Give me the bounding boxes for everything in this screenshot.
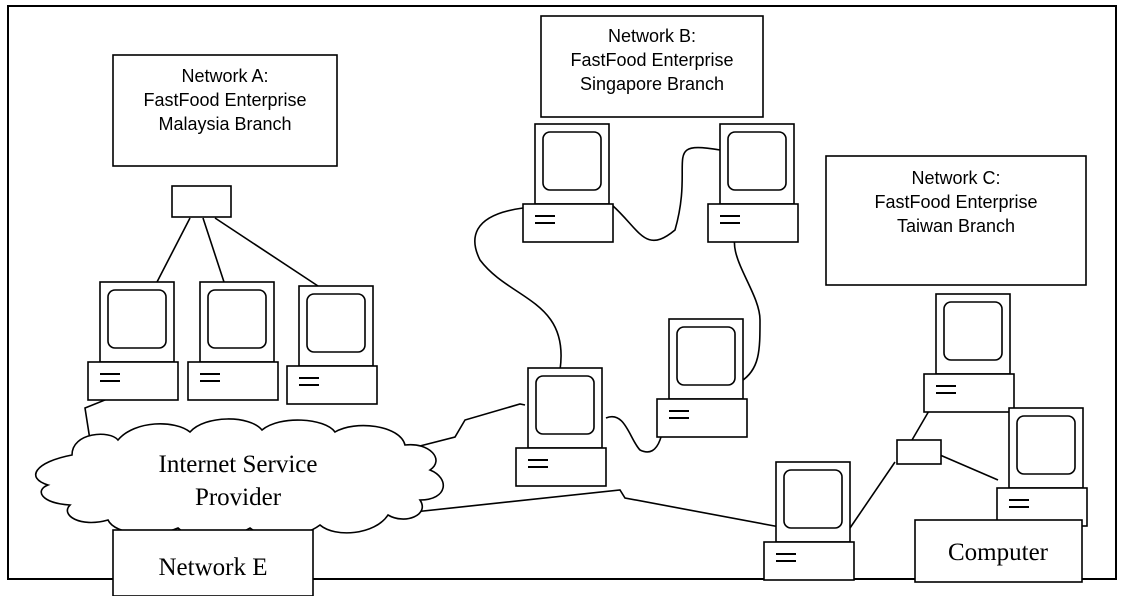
- outer-frame: [7, 5, 1117, 580]
- network-a-title: Network A:: [181, 66, 268, 86]
- isp-label-line-2: Provider: [195, 484, 282, 511]
- network-e-box: Network E: [112, 529, 314, 596]
- hub-a: [171, 185, 232, 218]
- hub-a-link-3: [214, 217, 319, 287]
- network-c-branch: Taiwan Branch: [897, 216, 1015, 236]
- hub-c: [896, 439, 942, 465]
- network-c-company: FastFood Enterprise: [874, 192, 1037, 212]
- cable-b-1: [474, 207, 562, 371]
- network-c-label-box: Network C: FastFood Enterprise Taiwan Br…: [825, 155, 1087, 286]
- computer-a-2: [187, 281, 279, 401]
- isp-cloud: Internet Service Provider: [34, 418, 445, 538]
- computer-c-2: [996, 407, 1088, 527]
- computer-a-1: [87, 281, 179, 401]
- network-e-label: Network E: [159, 554, 268, 581]
- hub-c-link-3: [939, 454, 999, 481]
- computer-c-3: [763, 461, 855, 581]
- isp-label-line-1: Internet Service: [159, 451, 318, 478]
- cloud-shape: [34, 418, 445, 538]
- computer-label: Computer: [948, 539, 1049, 566]
- computer-b-4: [515, 367, 607, 487]
- network-c-title: Network C:: [911, 168, 1000, 188]
- link-isp-b: [415, 403, 526, 448]
- hub-a-link-2: [202, 217, 225, 283]
- cable-b-2: [611, 146, 721, 242]
- computer-b-1: [522, 123, 614, 243]
- cable-b-3: [733, 226, 761, 383]
- network-b-label-box: Network B: FastFood Enterprise Singapore…: [540, 15, 764, 118]
- network-b-branch: Singapore Branch: [580, 74, 724, 94]
- network-a-label-box: Network A: FastFood Enterprise Malaysia …: [112, 54, 338, 167]
- computer-c-1: [923, 293, 1015, 413]
- cable-b-4: [605, 399, 666, 453]
- network-b-title: Network B:: [608, 26, 696, 46]
- link-isp-c: [385, 489, 781, 528]
- hub-a-link-1: [156, 217, 191, 283]
- network-a-company: FastFood Enterprise: [143, 90, 306, 110]
- computer-a-3: [286, 285, 378, 405]
- network-b-company: FastFood Enterprise: [570, 50, 733, 70]
- computer-b-3: [656, 318, 748, 438]
- computer-label-box: Computer: [914, 519, 1083, 583]
- hub-c-link-2: [849, 461, 896, 529]
- computer-b-2: [707, 123, 799, 243]
- network-a-branch: Malaysia Branch: [158, 114, 291, 134]
